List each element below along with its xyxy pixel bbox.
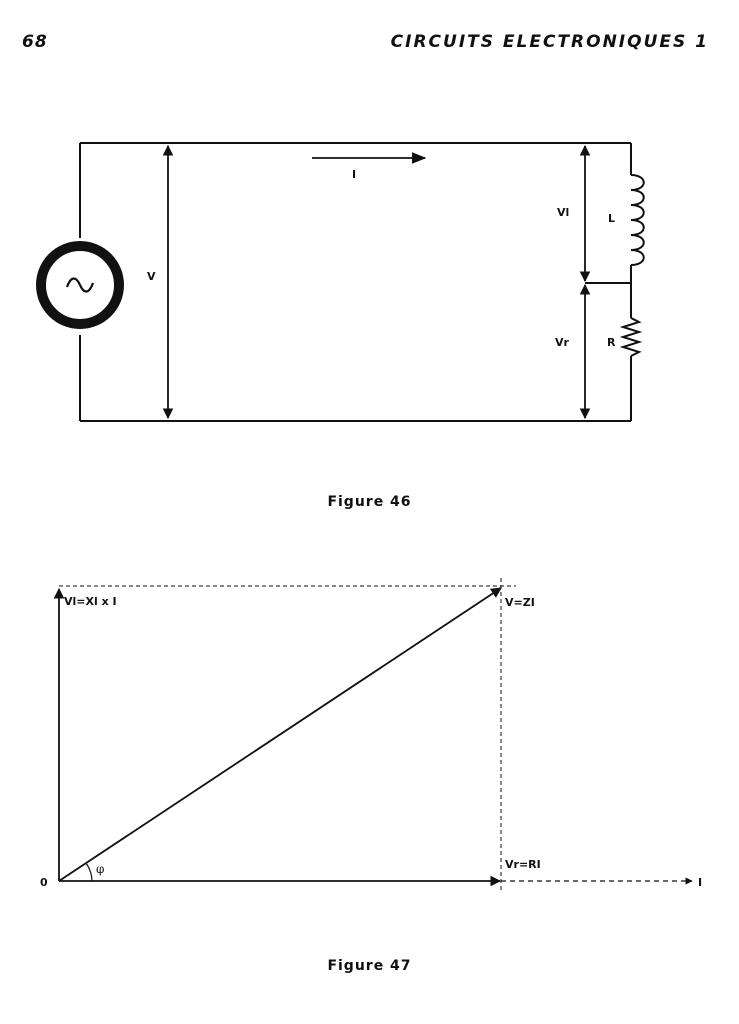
label-origin: 0 bbox=[40, 876, 48, 889]
page-number: 68 bbox=[22, 32, 48, 52]
figure-46-circuit bbox=[36, 142, 645, 422]
figure-46-arrows bbox=[162, 144, 591, 420]
label-voltage-total: V bbox=[147, 270, 156, 283]
label-angle-phi: φ bbox=[96, 862, 104, 876]
label-voltage-resistor: Vr bbox=[555, 336, 570, 349]
label-resistor: R bbox=[607, 336, 616, 349]
figure-47-phasor-diagram bbox=[53, 578, 693, 890]
label-vl: Vl=Xl x I bbox=[64, 595, 117, 608]
running-title: CIRCUITS ELECTRONIQUES 1 bbox=[390, 32, 709, 52]
label-v: V=ZI bbox=[505, 596, 535, 609]
label-current: I bbox=[352, 168, 356, 181]
figure-47-caption: Figure 47 bbox=[327, 958, 412, 974]
ac-source-icon bbox=[36, 241, 124, 329]
label-voltage-inductor: Vl bbox=[557, 206, 569, 219]
v-phasor-arrow bbox=[58, 587, 502, 882]
angle-arc bbox=[85, 862, 93, 882]
sine-wave-icon bbox=[65, 277, 95, 293]
figure-46-caption: Figure 46 bbox=[327, 494, 412, 510]
inductor-coil-icon bbox=[630, 174, 645, 266]
label-i-axis: I bbox=[698, 876, 702, 889]
label-inductor: L bbox=[608, 212, 615, 225]
label-vr: Vr=RI bbox=[505, 858, 541, 871]
resistor-zigzag-icon bbox=[619, 317, 643, 357]
